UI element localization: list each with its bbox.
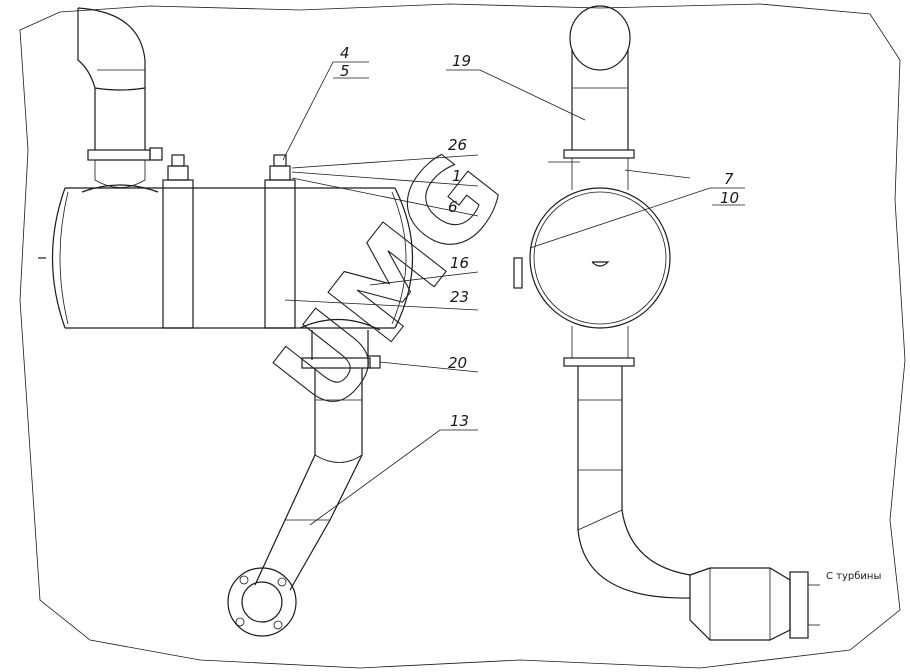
paper-edge: [19, 3, 906, 669]
top-cap-pipe: [548, 5, 691, 190]
round-muffler: [513, 187, 671, 329]
callout-13: 13: [450, 412, 469, 430]
callout-6: 6: [448, 198, 458, 216]
lower-outlet-pipe: [254, 318, 381, 591]
callout-20: 20: [448, 354, 467, 372]
turbine-note: С турбины: [826, 571, 881, 582]
watermark: UMG: [250, 129, 529, 436]
callout-4: 4: [340, 44, 350, 62]
inlet-flange: [227, 567, 297, 637]
strap-bolts: [167, 154, 291, 181]
top-elbow-pipe: [77, 7, 146, 150]
callout-7: 7: [724, 170, 734, 188]
lower-curved-pipe: [563, 326, 691, 599]
upper-clamp: [81, 147, 163, 193]
callout-23: 23: [450, 288, 469, 306]
callout-10: 10: [720, 189, 739, 207]
leader-lines: [282, 61, 745, 526]
callout-labels: 4 5 26 1 6 16 23 20 13 19 7 10: [340, 44, 739, 430]
catalytic-converter: [689, 567, 820, 641]
left-view: [38, 7, 413, 637]
callout-19: 19: [452, 52, 471, 70]
right-view: [513, 5, 820, 641]
callout-1: 1: [452, 167, 462, 185]
callout-16: 16: [450, 254, 469, 272]
callout-5: 5: [340, 62, 350, 80]
callout-26: 26: [448, 136, 467, 154]
